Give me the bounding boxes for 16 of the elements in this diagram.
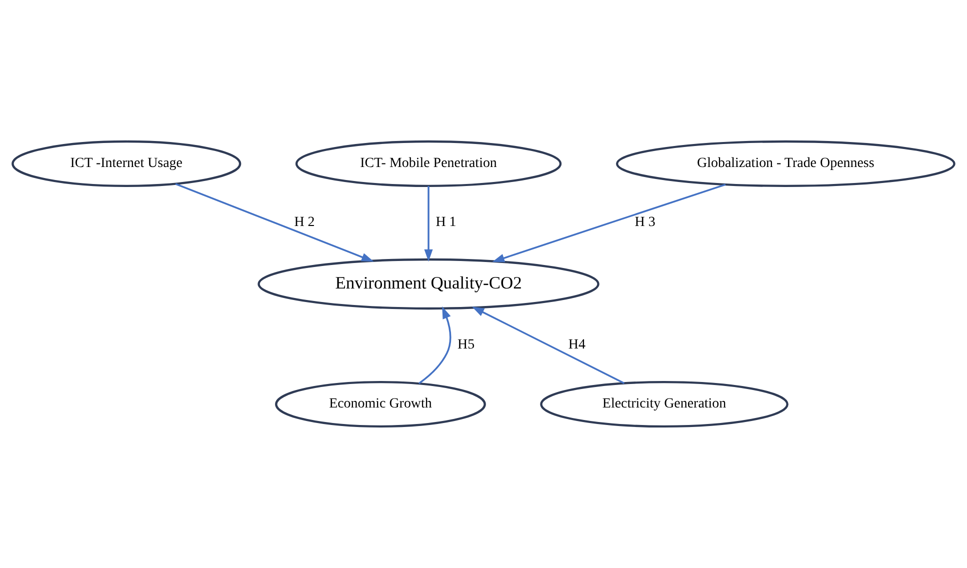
arrow [492, 184, 726, 262]
arrow [472, 306, 625, 384]
edge-label: H 2 [294, 214, 315, 230]
edge-label: H 3 [634, 214, 656, 230]
edge-label: H4 [568, 338, 586, 353]
arrow [418, 306, 452, 384]
node-ellipse: Globalization - Trade Openness [616, 140, 956, 187]
edge-label: H5 [458, 338, 475, 353]
node-ellipse: Electricity Generation [540, 381, 788, 428]
node-ellipse: ICT -Internet Usage [12, 140, 242, 187]
node-ellipse: ICT- Mobile Penetration [295, 140, 562, 187]
node-ellipse: Economic Growth [275, 381, 486, 428]
arrow [175, 183, 374, 262]
node-ellipse: Environment Quality-CO2 [258, 258, 600, 310]
edge-label: H 1 [436, 214, 456, 230]
arrow [424, 186, 433, 262]
